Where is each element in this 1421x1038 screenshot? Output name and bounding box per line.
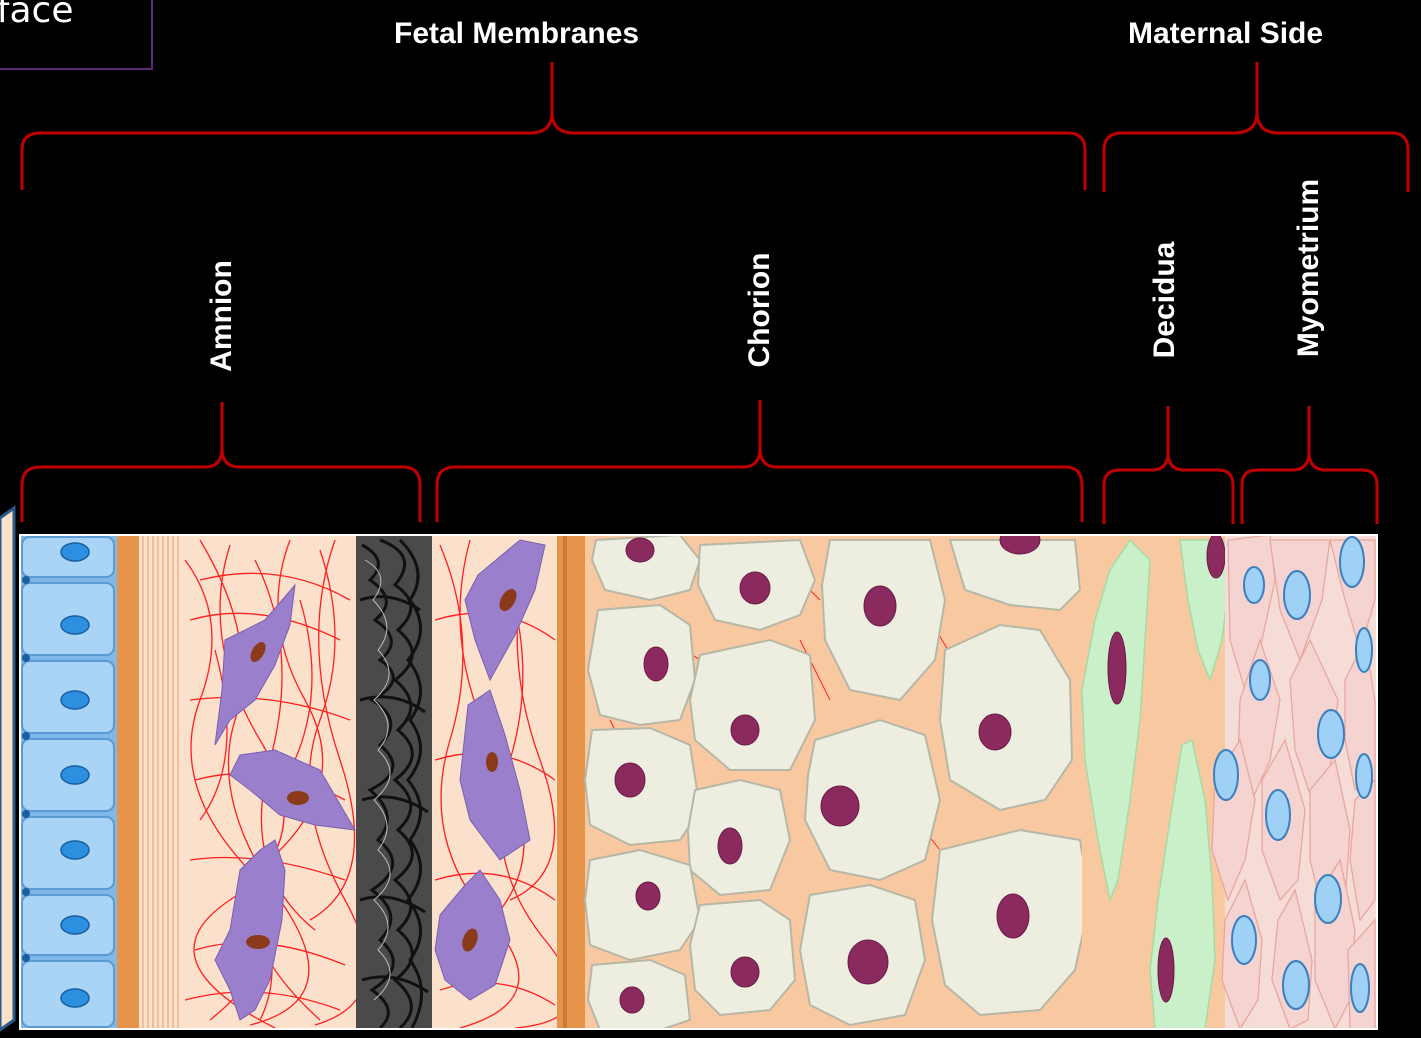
amnion-epithelium (20, 535, 117, 1029)
compact-layer (139, 535, 181, 1029)
amnion-bracket (22, 402, 420, 522)
decidua-bracket (1104, 406, 1233, 524)
maternal-side-bracket (1104, 62, 1408, 192)
myometrium-bracket (1242, 406, 1377, 524)
left-edge-fragment (0, 508, 14, 1030)
spongy-layer (356, 535, 432, 1029)
chorion-bracket (437, 400, 1082, 522)
chorion-basement-membrane (557, 535, 585, 1029)
amnion-basement-membrane (117, 535, 139, 1029)
fetal-membranes-bracket (22, 62, 1085, 190)
